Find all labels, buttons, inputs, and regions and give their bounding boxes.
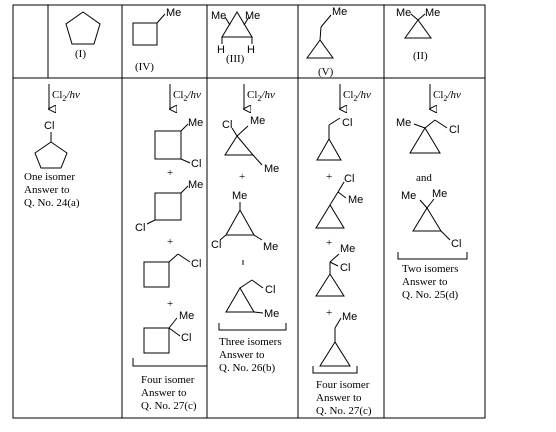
label-i: (I)	[75, 48, 86, 60]
cl-label: Cl	[191, 258, 201, 270]
isomer-bracket	[312, 366, 358, 374]
isomer-bracket	[132, 358, 207, 367]
cl-label: Cl	[44, 120, 54, 132]
caption-line: Four isomer	[316, 379, 370, 391]
product-structure	[409, 119, 448, 154]
reagent-label: Cl2/hv	[433, 89, 461, 103]
methylcyclobutane-structure	[132, 13, 166, 46]
cl-label: Cl	[342, 117, 352, 129]
me-label: Me	[211, 10, 226, 22]
me-label: Me	[401, 190, 416, 202]
label-v: (V)	[318, 66, 334, 78]
product-structure	[154, 123, 191, 164]
me-label: Me	[250, 115, 265, 127]
product-structure	[316, 117, 342, 161]
reagent-label: Cl2/hv	[52, 89, 80, 103]
product-structure	[225, 279, 264, 314]
product-structure	[315, 253, 345, 297]
reagent-label: Cl2/hv	[343, 89, 371, 103]
me-label: Me	[396, 7, 411, 19]
gem-dimethylcyclopropane-structure	[404, 13, 432, 39]
plus-sign: +	[326, 307, 332, 319]
caption-line: Two isomers	[402, 263, 458, 275]
h-label: H	[217, 44, 225, 56]
plus-sign: +	[239, 171, 245, 183]
ethylcyclopropane-structure	[306, 14, 334, 59]
caption-line: Q. No. 24(a)	[24, 197, 80, 209]
product-structure	[143, 317, 181, 354]
plus-sign: +	[167, 298, 173, 310]
cl-label: Cl	[451, 238, 461, 250]
me-label: Me	[332, 6, 347, 18]
isomer-bracket	[218, 323, 287, 331]
h-label: H	[247, 44, 255, 56]
plus-sign: +	[326, 237, 332, 249]
me-label: Me	[232, 190, 247, 202]
table-grid	[12, 4, 486, 419]
caption-line: Answer to	[24, 184, 70, 196]
product-structure	[315, 181, 347, 229]
me-label: Me	[166, 7, 181, 19]
reaction-arrows	[49, 84, 430, 109]
label-ii: (II)	[413, 50, 428, 62]
cl-label: Cl	[222, 119, 232, 131]
caption-line: Answer to	[219, 349, 265, 361]
me-label: Me	[340, 243, 355, 255]
cl-label: Cl	[265, 284, 275, 296]
me-label: Me	[348, 194, 363, 206]
cl-label: Cl	[211, 239, 221, 251]
caption-line: Q. No. 25(d)	[402, 289, 459, 301]
cl-label: Cl	[344, 173, 354, 185]
dimethylcyclopropane-structure	[221, 11, 253, 44]
chlorocyclopentane-structure	[34, 132, 68, 169]
me-label: Me	[188, 117, 203, 129]
me-label: Me	[342, 311, 357, 323]
me-label: Me	[188, 179, 203, 191]
me-label: Me	[264, 163, 279, 175]
plus-sign: +	[326, 171, 332, 183]
me-label: Me	[245, 10, 260, 22]
caption-line: Three isomers	[219, 336, 282, 348]
caption-line: Q. No. 26(b)	[219, 362, 276, 374]
me-label: Me	[264, 308, 279, 320]
label-iii: (III)	[226, 53, 245, 65]
reagent-label: Cl2/hv	[173, 89, 201, 103]
and-text: and	[416, 172, 432, 184]
caption-line: Answer to	[141, 387, 187, 399]
plus-sign: +	[167, 167, 173, 179]
reagent-label: Cl2/hv	[247, 89, 275, 103]
caption-line: Q. No. 27(c)	[141, 400, 197, 412]
isomer-bracket	[397, 252, 468, 260]
cl-label: Cl	[340, 262, 350, 274]
caption-line: Answer to	[316, 392, 362, 404]
me-label: Me	[425, 7, 440, 19]
cl-label: Cl	[135, 222, 145, 234]
cyclopentane-structure	[65, 11, 101, 45]
caption-line: Q. No. 27(c)	[316, 405, 372, 417]
me-label: Me	[396, 117, 411, 129]
product-structure	[143, 253, 191, 288]
me-label: Me	[263, 241, 278, 253]
cl-label: Cl	[191, 158, 201, 170]
product-structure	[224, 125, 263, 166]
product-structure	[219, 202, 263, 241]
product-structure	[412, 198, 451, 241]
product-structure	[319, 317, 351, 367]
caption-line: Answer to	[402, 276, 448, 288]
label-iv: (IV)	[135, 61, 154, 73]
product-structure	[146, 185, 189, 225]
plus-sign: +	[167, 236, 173, 248]
me-label: Me	[432, 188, 447, 200]
caption-line: One isomer	[24, 171, 75, 183]
cl-label: Cl	[449, 124, 459, 136]
me-label: Me	[179, 310, 194, 322]
cl-label: Cl	[181, 332, 191, 344]
caption-line: Four isomer	[141, 374, 195, 386]
